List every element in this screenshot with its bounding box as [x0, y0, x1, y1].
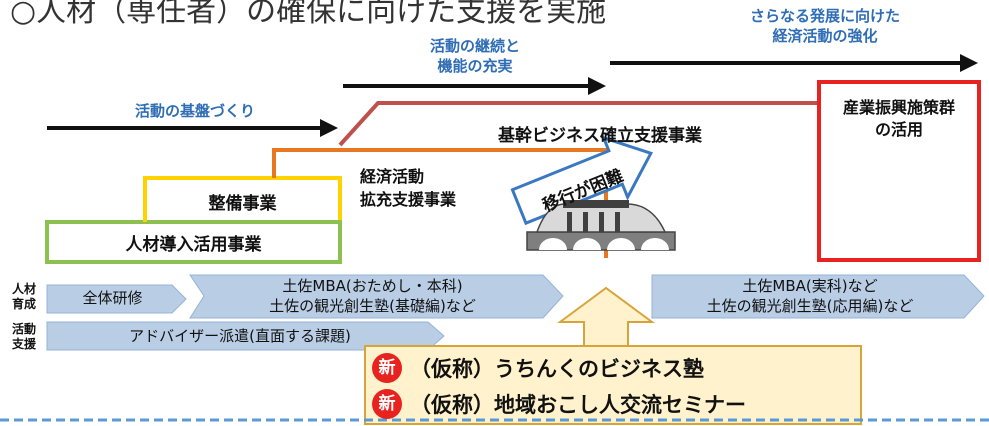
phase-label-continuation-line1: 活動の継続と [429, 37, 520, 55]
up-arrow [556, 286, 656, 347]
transition-arrow [510, 135, 654, 226]
chevron-tosa-mba-practical [651, 274, 985, 319]
phase-arrow-development [610, 54, 978, 72]
core-business-label: 基幹ビジネス確立支援事業 [498, 126, 702, 146]
side-label-hr-development-line2: 育成 [11, 297, 36, 311]
new-initiative-text-2: （仮称）地域おこし人交流セミナー [410, 393, 746, 417]
phase-arrow-continuation [343, 77, 606, 95]
tosa-mba-trial-line1: 土佐MBA(おためし・本科) [282, 277, 463, 295]
hr-program-label: 人材導入活用事業 [125, 235, 262, 255]
maintenance-label: 整備事業 [208, 194, 277, 214]
side-label-activity-support-line2: 支援 [11, 337, 36, 351]
side-label-hr-development-line1: 人材 [11, 282, 36, 296]
tosa-mba-trial-label: 土佐MBA(おためし・本科) 土佐の観光創生塾(基礎編)など [205, 277, 540, 316]
maintenance-step [143, 176, 342, 222]
new-badge-1: 新 [372, 353, 402, 383]
industry-promotion-label-line2: の活用 [874, 120, 923, 140]
phase-label-foundation: 活動の基盤づくり [134, 102, 255, 120]
new-badge-2: 新 [372, 389, 402, 419]
new-initiative-item-2: 新 （仮称）地域おこし人交流セミナー [372, 389, 746, 419]
phase-label-development: さらなる発展に向けた 経済活動の強化 [720, 6, 930, 47]
hr-program-box [45, 220, 342, 264]
side-label-activity-support-line1: 活動 [11, 322, 36, 336]
phase-arrow-foundation [47, 119, 338, 137]
general-training-label: 全体研修 [82, 289, 143, 307]
industry-promotion-box [817, 80, 981, 262]
phase-label-development-line1: さらなる発展に向けた [749, 7, 900, 25]
industry-promotion-label-line1: 産業振興施策群 [842, 98, 955, 117]
phase-label-development-line2: 経済活動の強化 [772, 27, 878, 46]
side-label-hr-development: 人材 育成 [6, 282, 42, 312]
advisor-dispatch-label: アドバイザー派遣(直面する課題) [129, 327, 351, 345]
new-initiatives-panel [364, 345, 862, 425]
new-initiative-text-1: （仮称）うちんくのビジネス塾 [410, 357, 704, 381]
chevron-tosa-mba-trial [189, 274, 564, 319]
economic-label-line2: 拡充支援事業 [360, 190, 457, 210]
new-initiative-item-1: 新 （仮称）うちんくのビジネス塾 [372, 353, 704, 383]
bridge-icon [526, 200, 676, 251]
tosa-mba-practical-label: 土佐MBA(実科)など 土佐の観光創生塾(応用編)など [655, 277, 965, 316]
phase-label-continuation: 活動の継続と 機能の充実 [385, 36, 565, 77]
phase-label-continuation-line2: 機能の充実 [437, 57, 513, 76]
core-business-line [338, 101, 817, 147]
tosa-mba-practical-line1: 土佐MBA(実科)など [742, 277, 878, 295]
chevron-general-training [46, 284, 187, 314]
tosa-mba-trial-line2: 土佐の観光創生塾(基礎編)など [269, 296, 476, 315]
industry-promotion-label: 産業振興施策群 の活用 [819, 97, 979, 142]
chevron-advisor-dispatch [46, 321, 445, 351]
page-heading: ○人材（専任者）の確保に向けた支援を実施 [10, 0, 607, 29]
tosa-mba-practical-line2: 土佐の観光創生塾(応用編)など [706, 296, 914, 315]
side-label-activity-support: 活動 支援 [6, 322, 42, 352]
economic-label-line1: 経済活動 [360, 167, 425, 186]
economic-label: 経済活動 拡充支援事業 [360, 165, 520, 211]
